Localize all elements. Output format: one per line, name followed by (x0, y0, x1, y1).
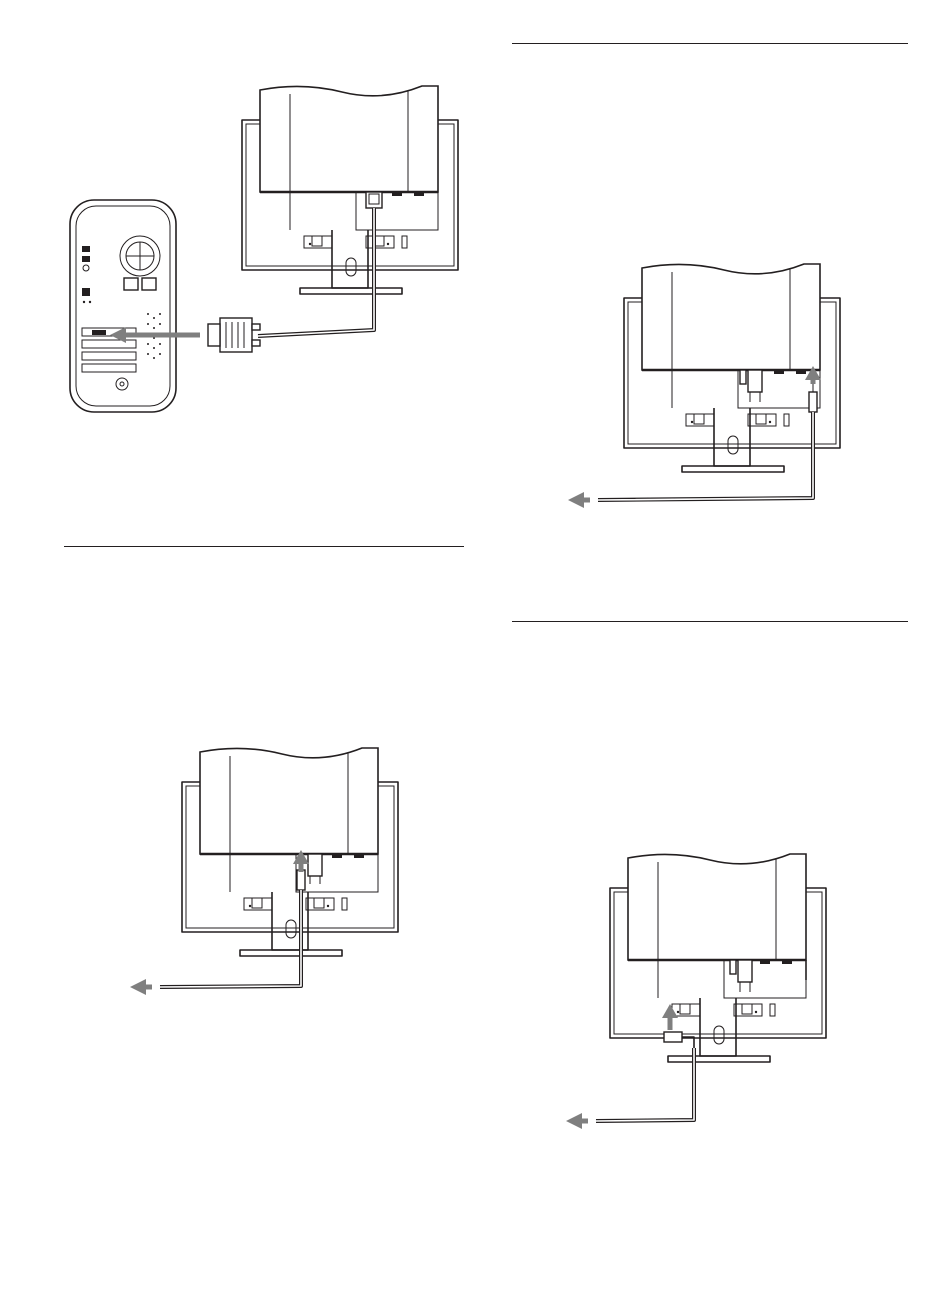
computer-tower-icon (70, 200, 176, 412)
monitor-back-icon (624, 264, 840, 472)
section-rule-mid-left (64, 546, 464, 547)
arrow-left-icon (566, 1113, 588, 1129)
monitor-back-icon (182, 748, 398, 956)
monitor-back-icon (610, 854, 826, 1062)
cable-plug-icon (809, 384, 817, 412)
arrow-left-icon (110, 327, 200, 343)
figure-monitor-right-input (560, 256, 860, 516)
arrow-left-icon (130, 979, 152, 995)
video-cable (258, 208, 374, 336)
section-rule-top-right (512, 43, 908, 44)
figure-monitor-side-input (560, 846, 860, 1136)
section-rule-mid-right (512, 621, 908, 622)
arrow-up-icon (662, 1004, 678, 1030)
arrow-left-icon (568, 492, 590, 508)
monitor-back-icon (242, 86, 458, 294)
figure-monitor-left-input (120, 742, 420, 1002)
video-cable-connector-icon (208, 318, 260, 352)
figure-computer-to-monitor (60, 78, 470, 438)
